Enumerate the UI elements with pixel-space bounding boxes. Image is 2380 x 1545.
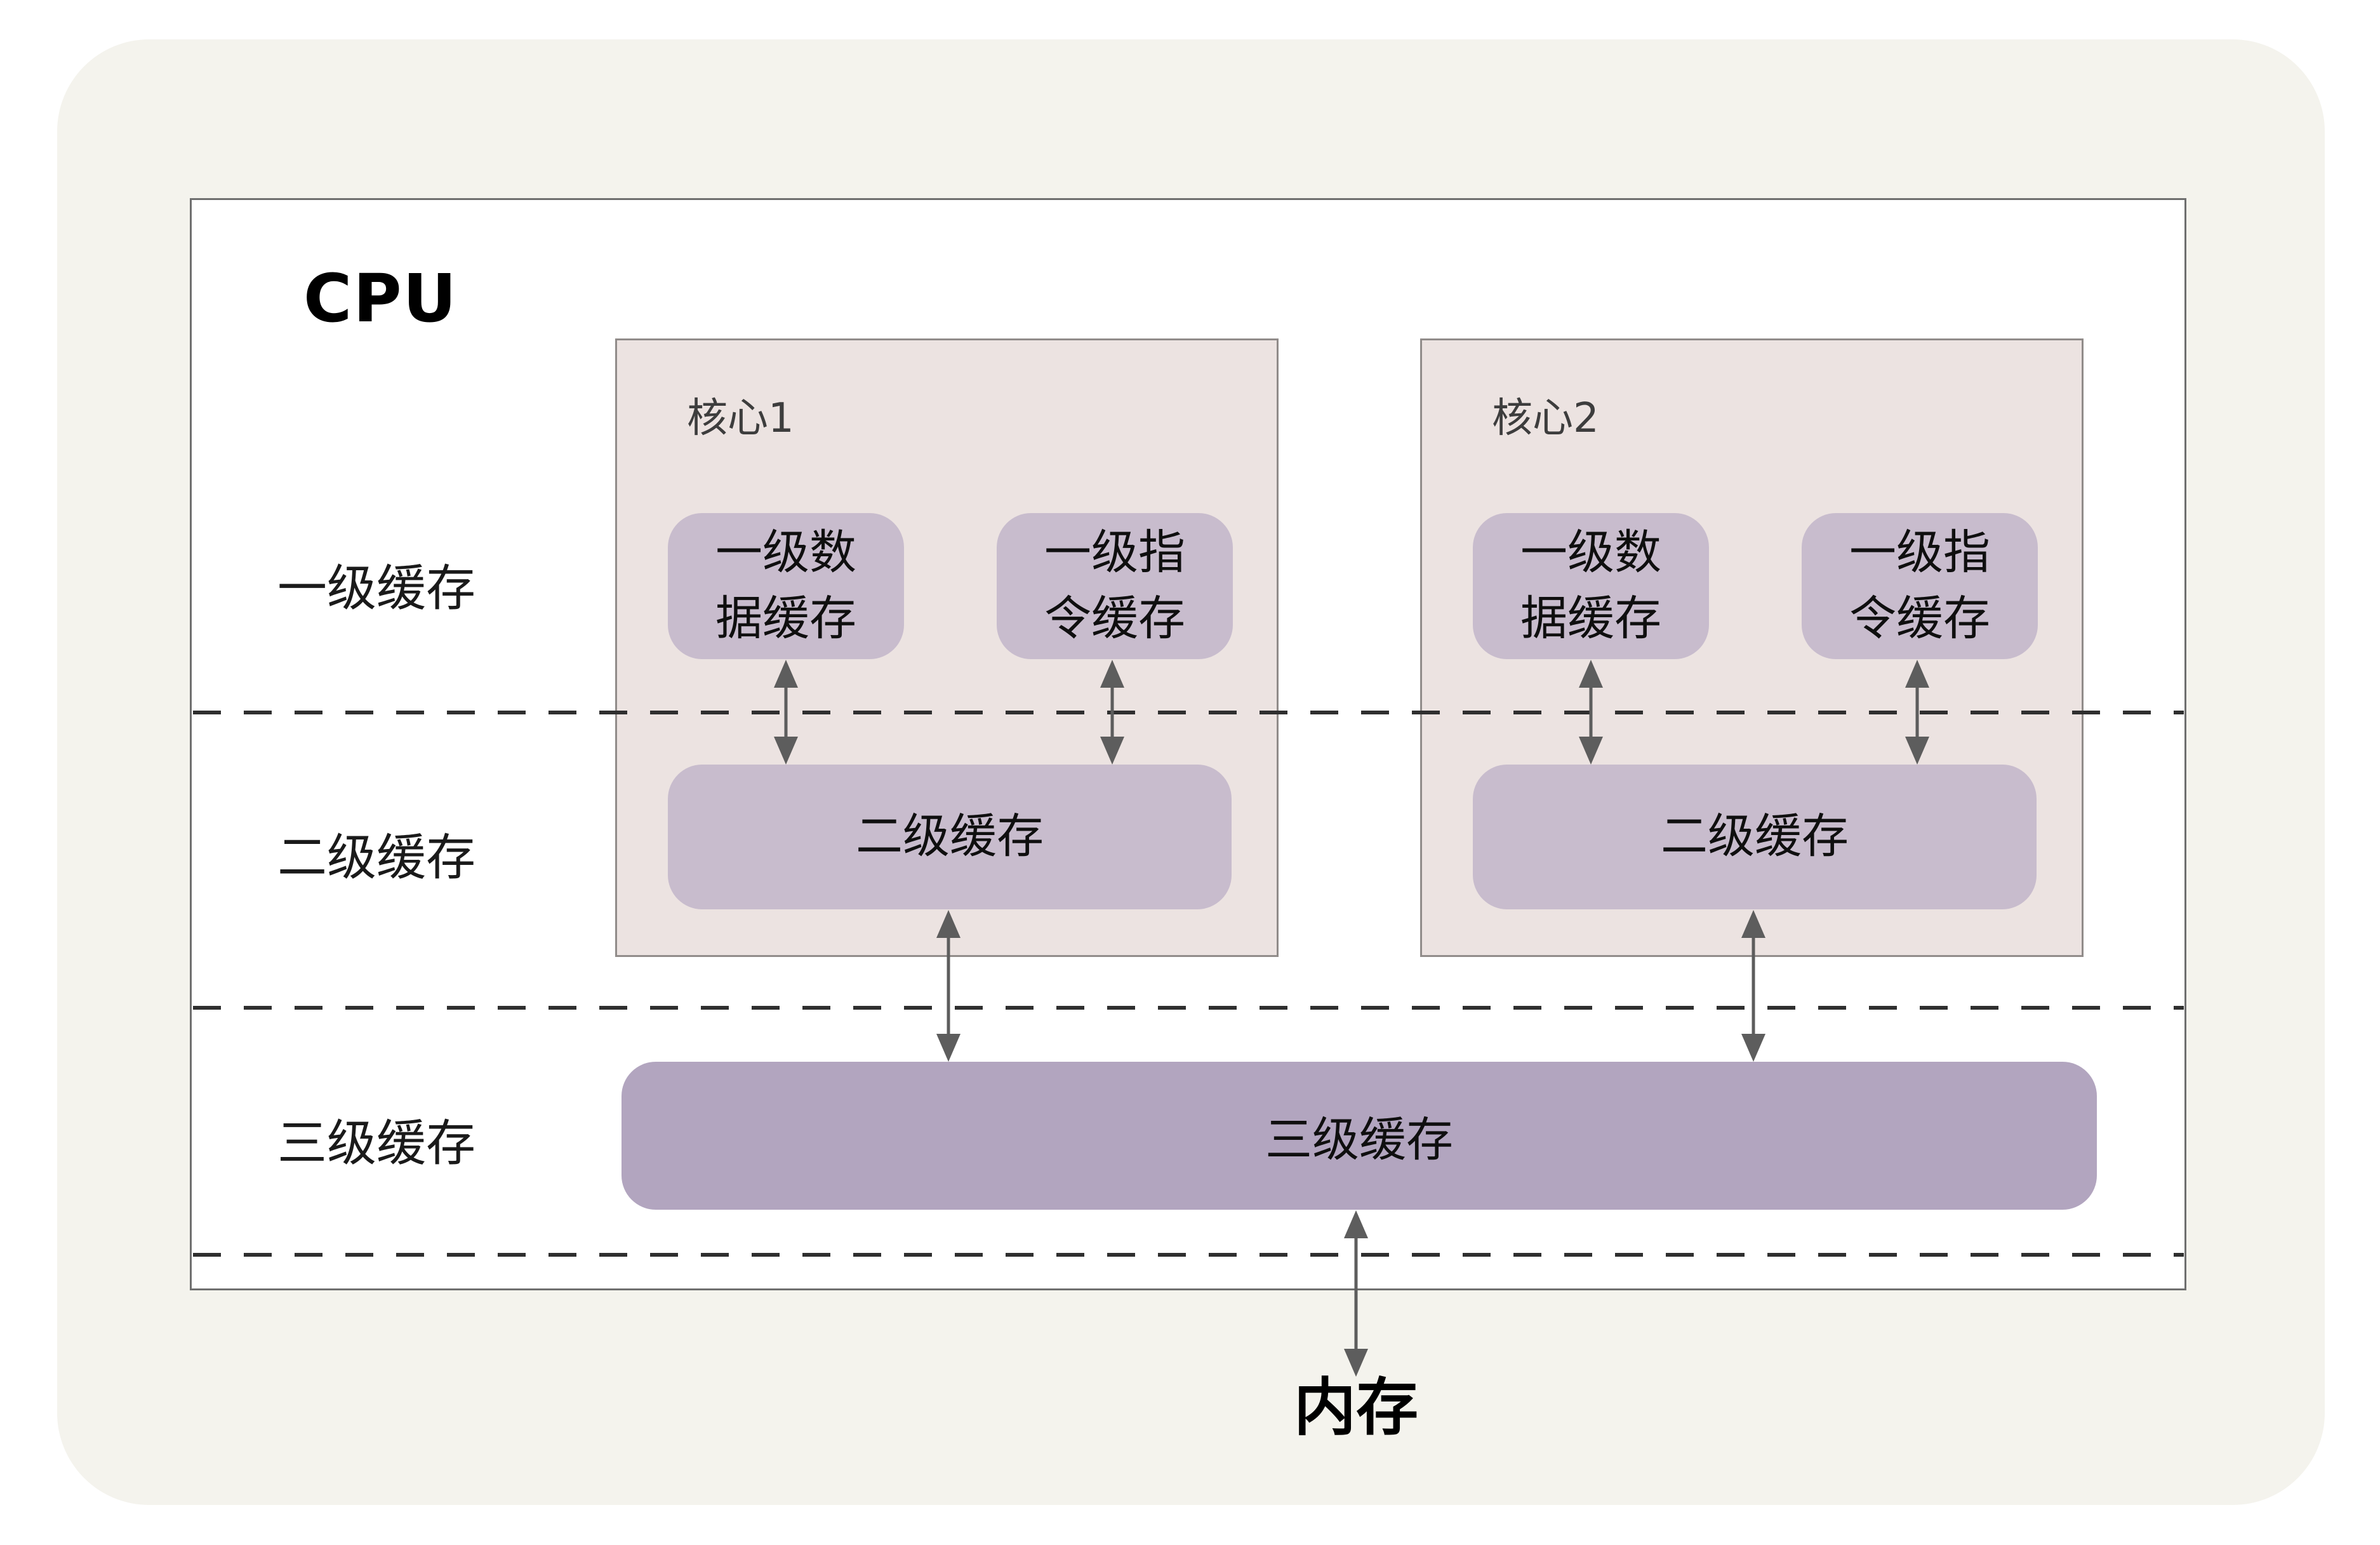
arrow-core1-l1data-l2: [774, 660, 798, 765]
arrow-core2-l1data-l2: [1579, 660, 1603, 765]
dashed-separator-l1-l2: [193, 711, 2184, 714]
row-label-l1-cache: 一级缓存: [277, 560, 476, 617]
arrow-shaft: [784, 684, 788, 740]
core1-box: 核心1 一级数 据缓存 一级指 令缓存 二级缓存: [615, 338, 1279, 957]
memory-label: 内存: [1293, 1372, 1419, 1444]
row-label-l3-cache: 三级缓存: [277, 1115, 476, 1172]
dashed-separator-l3-memory: [193, 1253, 2184, 1257]
arrow-shaft: [1589, 684, 1593, 740]
core2-l1-instruction-cache: 一级指 令缓存: [1802, 513, 2038, 659]
arrow-shaft: [1752, 934, 1755, 1038]
dashed-separator-l2-l3: [193, 1006, 2184, 1010]
core2-l1-data-cache: 一级数 据缓存: [1473, 513, 1709, 659]
arrow-shaft: [1354, 1234, 1358, 1353]
core1-title: 核心1: [687, 395, 794, 442]
arrow-shaft: [947, 934, 950, 1038]
core1-l1-instruction-cache: 一级指 令缓存: [997, 513, 1233, 659]
arrow-core2-l2-l3: [1741, 910, 1765, 1062]
arrow-shaft: [1110, 684, 1114, 740]
core2-box: 核心2 一级数 据缓存 一级指 令缓存 二级缓存: [1420, 338, 2084, 957]
arrow-core2-l1instr-l2: [1905, 660, 1929, 765]
row-label-l2-cache: 二级缓存: [277, 829, 476, 886]
core1-l1-data-cache: 一级数 据缓存: [668, 513, 904, 659]
core2-title: 核心2: [1492, 395, 1599, 442]
core1-l2-cache: 二级缓存: [668, 765, 1232, 909]
arrow-shaft: [1915, 684, 1919, 740]
arrow-l3-memory: [1344, 1210, 1368, 1377]
arrow-core1-l2-l3: [936, 910, 961, 1062]
core2-l2-cache: 二级缓存: [1473, 765, 2037, 909]
arrow-core1-l1instr-l2: [1100, 660, 1124, 765]
l3-cache-bar: 三级缓存: [622, 1062, 2097, 1210]
cpu-title: CPU: [303, 260, 458, 337]
